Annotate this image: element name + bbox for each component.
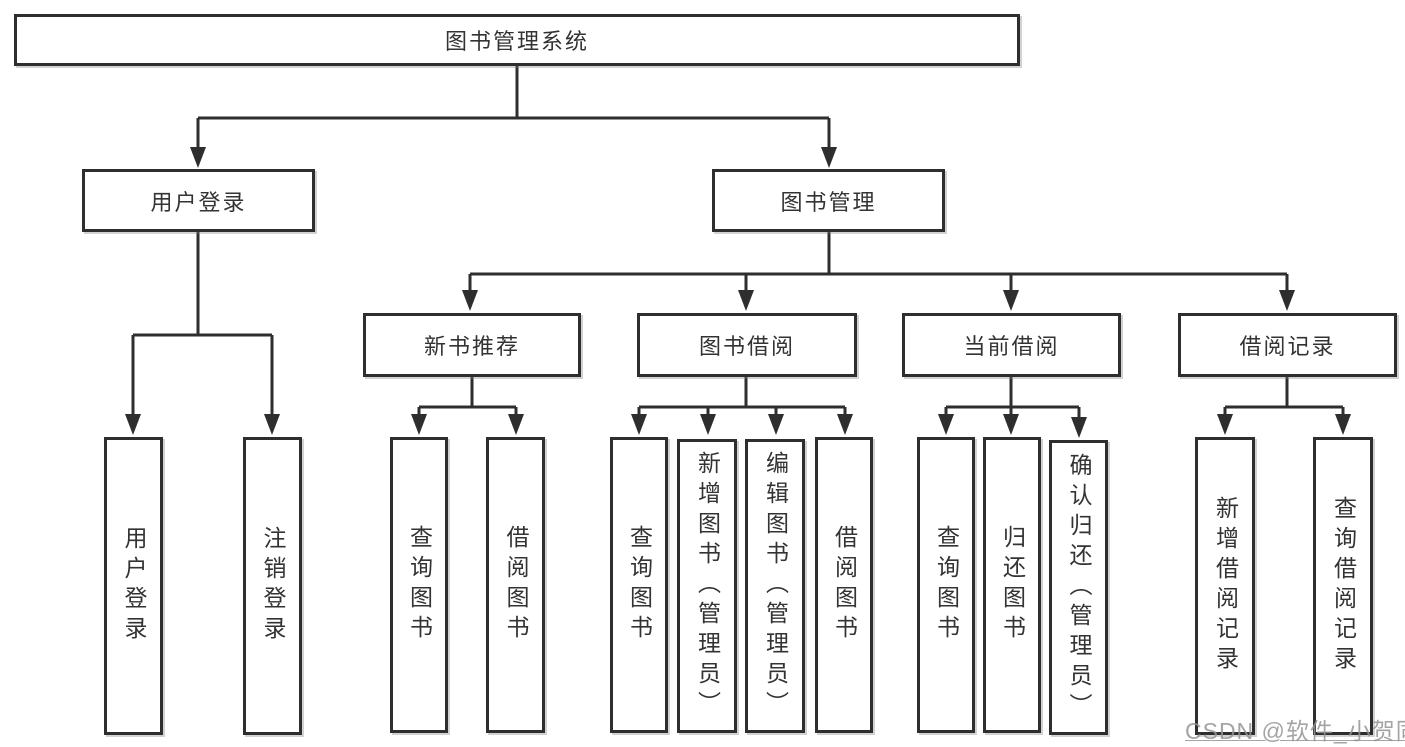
- leaf-logout: 注销登录: [243, 437, 302, 735]
- node-label: 图书借阅: [698, 334, 795, 359]
- arrowhead-icon: [938, 414, 954, 435]
- arrowhead-icon: [700, 414, 716, 435]
- leaf-borrow-books: 借阅图书: [815, 437, 873, 733]
- leaf-label: 查询图书: [933, 525, 960, 645]
- arrowhead-icon: [631, 414, 647, 435]
- leaf-label: 注销登录: [260, 526, 286, 646]
- leaf-return-books: 归还图书: [983, 437, 1041, 733]
- node-label: 新书推荐: [423, 334, 520, 359]
- leaf-label: 新增图书（管理员）: [694, 451, 721, 721]
- leaf-label: 确认归还（管理员）: [1066, 452, 1092, 723]
- leaf-query-books-borrow: 查询图书: [610, 437, 668, 733]
- node-label: 用户登录: [150, 189, 247, 215]
- node-label: 借阅记录: [1239, 334, 1336, 359]
- leaf-label: 新增借阅记录: [1212, 496, 1239, 676]
- node-label: 当前借阅: [963, 334, 1060, 359]
- arrowhead-icon: [1003, 414, 1019, 435]
- arrowheads: [125, 147, 1351, 438]
- node-book-borrow: 图书借阅: [637, 313, 857, 377]
- arrowhead-icon: [837, 414, 853, 435]
- leaf-label: 查询借阅记录: [1330, 496, 1357, 676]
- arrowhead-icon: [821, 147, 837, 168]
- leaf-label: 查询图书: [406, 525, 433, 645]
- arrowhead-icon: [190, 147, 206, 168]
- leaf-query-borrow-record: 查询借阅记录: [1313, 437, 1373, 735]
- arrowhead-icon: [462, 290, 478, 311]
- leaf-confirm-return-admin: 确认归还（管理员）: [1049, 440, 1108, 735]
- csdn-watermark: CSDN @软件_小贺同学: [1185, 718, 1405, 744]
- leaf-add-books-admin: 新增图书（管理员）: [677, 439, 737, 733]
- arrowhead-icon: [768, 414, 784, 435]
- leaf-borrow-books-recommend: 借阅图书: [486, 437, 545, 733]
- node-new-book-recommend: 新书推荐: [363, 313, 581, 377]
- leaf-query-books-recommend: 查询图书: [390, 437, 448, 733]
- leaf-label: 归还图书: [999, 525, 1026, 645]
- leaf-label: 查询图书: [626, 525, 653, 645]
- leaf-add-borrow-record: 新增借阅记录: [1195, 437, 1255, 735]
- arrowhead-icon: [264, 414, 280, 435]
- arrowhead-icon: [1279, 290, 1295, 311]
- node-label: 图书管理: [780, 189, 877, 215]
- leaf-user-login: 用户登录: [104, 437, 163, 735]
- leaf-edit-books-admin: 编辑图书（管理员）: [745, 439, 805, 733]
- leaf-query-books-current: 查询图书: [917, 437, 975, 733]
- leaf-label: 编辑图书（管理员）: [762, 451, 789, 721]
- leaf-label: 借阅图书: [831, 525, 858, 645]
- node-borrow-records: 借阅记录: [1178, 313, 1397, 377]
- arrowhead-icon: [508, 414, 524, 435]
- arrowhead-icon: [738, 290, 754, 311]
- node-root-system: 图书管理系统: [14, 14, 1020, 66]
- node-book-management: 图书管理: [712, 169, 945, 232]
- node-label: 图书管理系统: [444, 29, 589, 54]
- leaf-label: 借阅图书: [503, 525, 529, 645]
- arrowhead-icon: [411, 414, 427, 435]
- node-current-borrow: 当前借阅: [902, 313, 1121, 377]
- arrowhead-icon: [1071, 417, 1087, 438]
- arrowhead-icon: [1335, 414, 1351, 435]
- node-user-login-group: 用户登录: [82, 169, 315, 232]
- leaf-label: 用户登录: [121, 526, 147, 646]
- arrowhead-icon: [1217, 414, 1233, 435]
- arrowhead-icon: [125, 414, 141, 435]
- arrowhead-icon: [1003, 290, 1019, 311]
